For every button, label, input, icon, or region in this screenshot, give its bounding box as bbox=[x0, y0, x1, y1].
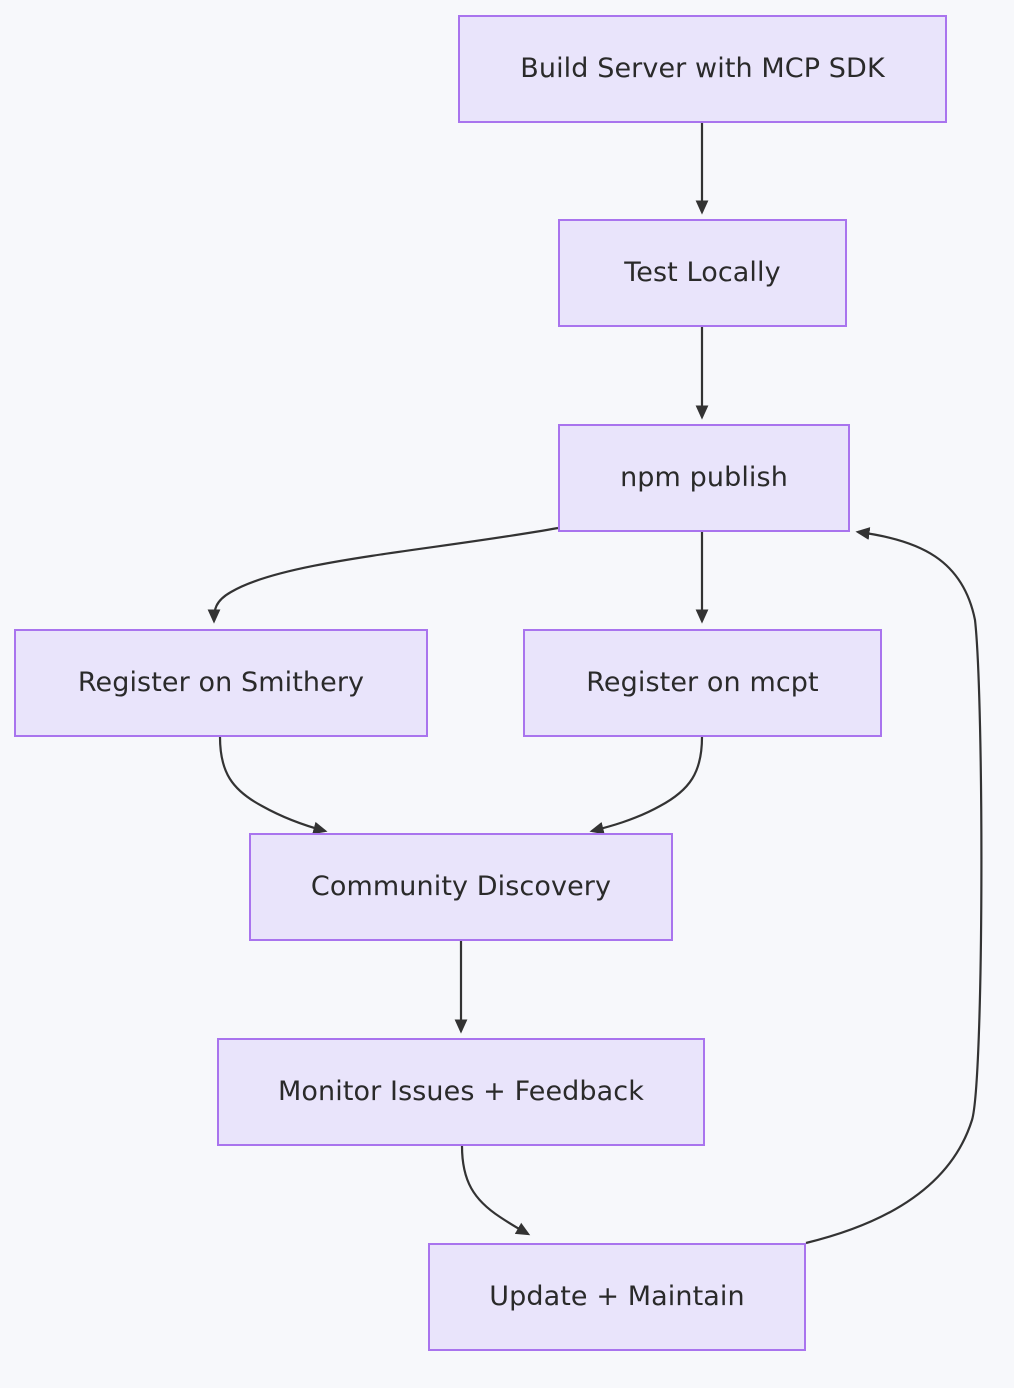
edge-monitor-to-update bbox=[460, 1145, 531, 1236]
edge-publish-to-smithery bbox=[207, 526, 559, 624]
node-label: Register on Smithery bbox=[77, 666, 365, 698]
node-label: Register on mcpt bbox=[586, 666, 819, 698]
node-label: Test Locally bbox=[624, 256, 781, 288]
node-test-locally[interactable]: Test Locally bbox=[558, 219, 847, 327]
edge-smithery-to-community bbox=[218, 736, 328, 835]
node-register-on-smithery[interactable]: Register on Smithery bbox=[14, 629, 428, 737]
node-label: Update + Maintain bbox=[489, 1280, 745, 1312]
node-monitor-issues-feedback[interactable]: Monitor Issues + Feedback bbox=[217, 1038, 705, 1146]
node-label: npm publish bbox=[620, 461, 788, 493]
edge-mcpt-to-community bbox=[589, 736, 704, 835]
node-community-discovery[interactable]: Community Discovery bbox=[249, 833, 673, 941]
node-npm-publish[interactable]: npm publish bbox=[558, 424, 850, 532]
node-build-server[interactable]: Build Server with MCP SDK bbox=[458, 15, 947, 123]
node-label: Monitor Issues + Feedback bbox=[278, 1075, 644, 1107]
node-label: Community Discovery bbox=[310, 870, 612, 902]
node-update-maintain[interactable]: Update + Maintain bbox=[428, 1243, 806, 1351]
node-register-on-mcpt[interactable]: Register on mcpt bbox=[523, 629, 882, 737]
node-label: Build Server with MCP SDK bbox=[520, 52, 885, 84]
